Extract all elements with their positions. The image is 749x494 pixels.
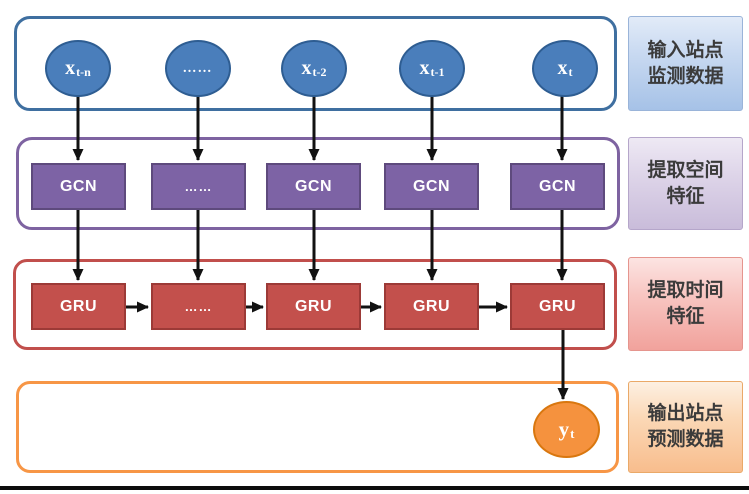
gcn-box: GCN [510, 163, 605, 210]
input-node-label: …… [182, 60, 213, 76]
gru-box-label: GRU [538, 297, 577, 315]
bottom-divider [0, 486, 749, 490]
side-label-line: 输入站点 [647, 39, 724, 61]
gcn-box-label: …… [184, 179, 213, 194]
input-node-subscript: t-n [76, 65, 91, 79]
input-node-subscript: t-1 [430, 65, 445, 79]
gru-box: GRU [31, 283, 126, 330]
gcn-box-label: GCN [412, 177, 451, 195]
gru-box-label: GRU [59, 297, 98, 315]
output-node-subscript: t [570, 425, 575, 441]
side-label-line: 提取时间 [647, 280, 724, 301]
input-node-label: x [301, 57, 312, 79]
gcn-box: GCN [266, 163, 361, 210]
side-label-line: 特征 [666, 306, 705, 327]
side-label-input-data: 输入站点 监测数据 [628, 16, 743, 111]
gru-box: GRU [510, 283, 605, 330]
gcn-box: GCN [384, 163, 479, 210]
input-node-label: x [419, 57, 430, 79]
output-node-label: y [558, 417, 570, 441]
output-row-container [16, 381, 619, 473]
gcn-box-label: GCN [294, 177, 333, 195]
input-node-label: x [65, 57, 76, 79]
gcn-box-label: GCN [59, 177, 98, 195]
gru-box: GRU [384, 283, 479, 330]
gru-box: GRU [266, 283, 361, 330]
side-label-spatial-features: 提取空间 特征 [628, 137, 743, 230]
gru-box-label: GRU [412, 297, 451, 315]
gcn-box: GCN [31, 163, 126, 210]
gru-box-label: …… [184, 299, 213, 314]
side-label-line: 特征 [666, 185, 705, 207]
gru-box-ellipsis: …… [151, 283, 246, 330]
input-node-label: x [557, 57, 568, 79]
gcn-box-label: GCN [538, 177, 577, 195]
side-label-output-data: 输出站点 预测数据 [628, 381, 743, 473]
input-node-ellipsis: …… [165, 40, 231, 97]
gru-box-label: GRU [294, 297, 333, 315]
side-label-temporal-features: 提取时间 特征 [628, 257, 743, 351]
side-label-line: 预测数据 [647, 429, 724, 450]
input-node-subscript: t-2 [312, 65, 327, 79]
side-label-line: 提取空间 [647, 159, 724, 181]
gcn-box-ellipsis: …… [151, 163, 246, 210]
input-node-subscript: t [568, 65, 573, 79]
side-label-line: 输出站点 [647, 403, 724, 424]
side-label-line: 监测数据 [647, 65, 724, 87]
